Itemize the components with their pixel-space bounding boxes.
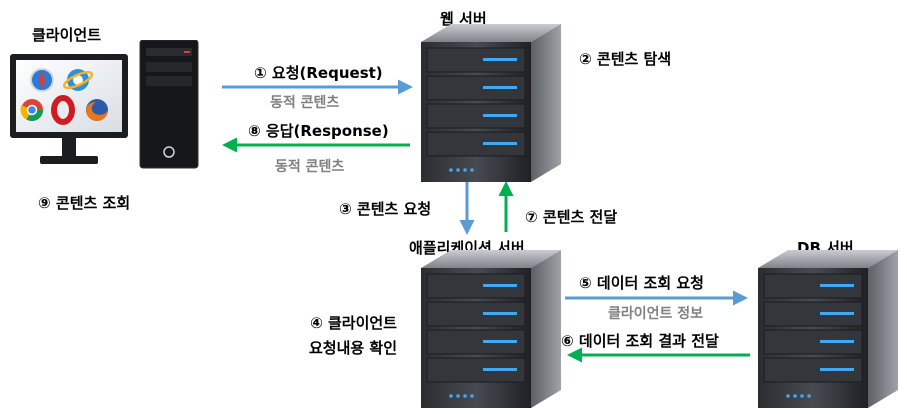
step5-sublabel: 클라이언트 정보 bbox=[608, 306, 704, 322]
step5-label: ⑤ 데이터 조회 요청 bbox=[579, 274, 704, 292]
web-server bbox=[421, 24, 561, 184]
step7-label: ⑦ 콘텐츠 전달 bbox=[525, 208, 618, 226]
web-server-label: 웹 서버 bbox=[440, 10, 487, 28]
opera-icon bbox=[51, 95, 75, 125]
step9-label: ⑨ 콘텐츠 조회 bbox=[38, 194, 131, 212]
step2-label: ② 콘텐츠 탐색 bbox=[579, 50, 672, 68]
ie-icon bbox=[62, 69, 94, 91]
client-label: 클라이언트 bbox=[32, 26, 102, 44]
step8-sublabel: 동적 콘텐츠 bbox=[275, 159, 345, 175]
step1-label: ① 요청(Request) bbox=[254, 64, 383, 82]
step6-label: ⑥ 데이터 조회 결과 전달 bbox=[561, 332, 719, 350]
step1-sublabel: 동적 콘텐츠 bbox=[270, 95, 340, 111]
safari-icon bbox=[30, 68, 54, 92]
client-computer bbox=[10, 39, 210, 172]
firefox-icon bbox=[86, 99, 108, 121]
step3-label: ③ 콘텐츠 요청 bbox=[339, 200, 432, 218]
app-server bbox=[421, 250, 561, 410]
chrome-icon bbox=[20, 99, 43, 121]
step4-label: ④ 클라이언트 요청내용 확인 bbox=[282, 312, 397, 358]
step4-line1: ④ 클라이언트 bbox=[310, 314, 397, 332]
step4-line2: 요청내용 확인 bbox=[308, 339, 397, 357]
step8-label: ⑧ 응답(Response) bbox=[248, 122, 389, 140]
db-server bbox=[758, 250, 898, 410]
